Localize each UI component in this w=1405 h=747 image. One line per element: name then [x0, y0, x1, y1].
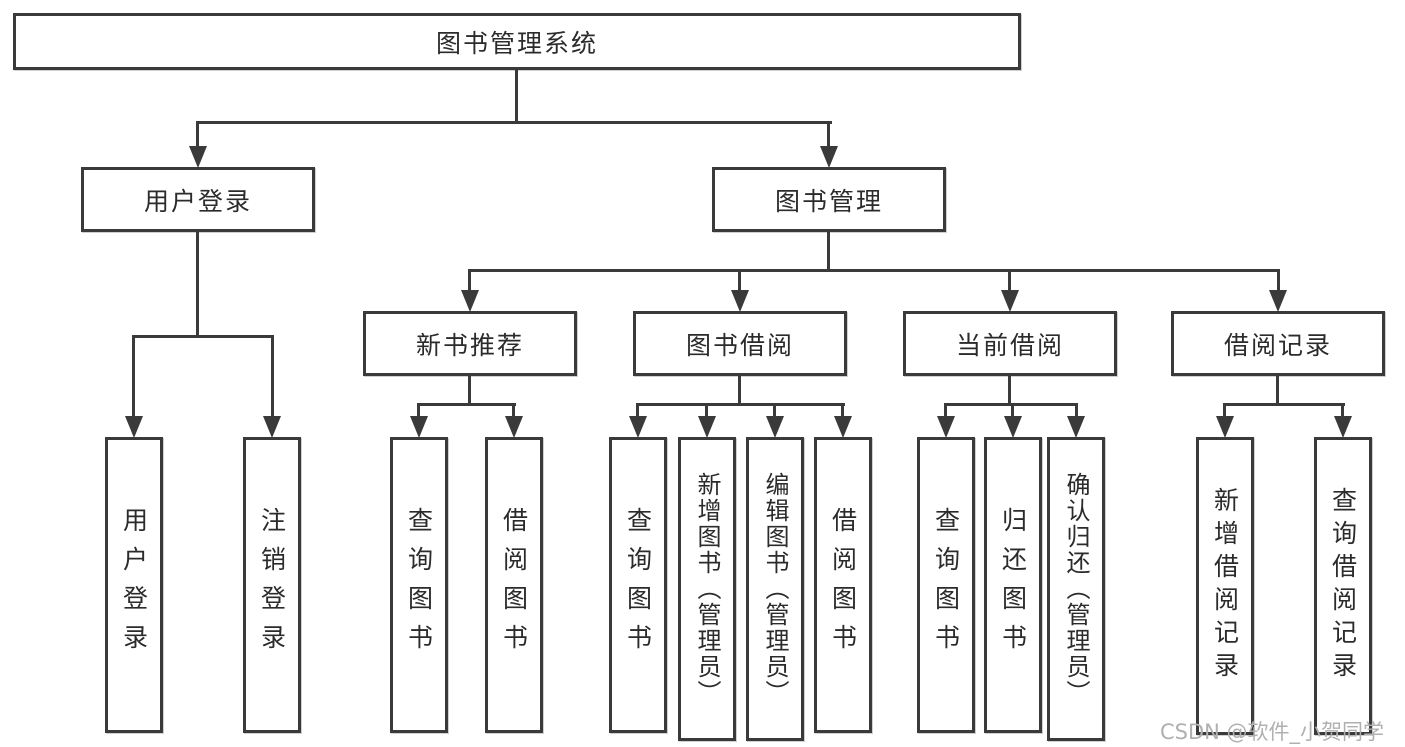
- leaf-query-books-2: 查询图书: [609, 437, 667, 733]
- connector: [1223, 403, 1226, 419]
- arrow-down-icon: [189, 146, 207, 168]
- arrow-down-icon: [629, 416, 647, 438]
- leaf-label: 用户登录: [119, 507, 149, 663]
- arrow-down-icon: [1067, 416, 1085, 438]
- connector: [468, 269, 1280, 272]
- connector: [841, 403, 844, 419]
- arrow-down-icon: [461, 290, 479, 312]
- leaf-label: 查询图书: [623, 507, 653, 663]
- leaf-add-books-admin: 新增图书（管理员）: [678, 437, 736, 741]
- node-new-book-recommend: 新书推荐: [363, 311, 577, 376]
- connector: [196, 121, 199, 148]
- node-user-login: 用户登录: [81, 167, 315, 232]
- leaf-label: 新增图书（管理员）: [693, 472, 721, 706]
- csdn-watermark: CSDN @软件_小贺同学: [1160, 720, 1385, 744]
- leaf-add-borrow-record: 新增借阅记录: [1196, 437, 1254, 735]
- connector: [515, 70, 518, 124]
- leaf-borrow-books-2: 借阅图书: [814, 437, 872, 733]
- arrow-down-icon: [834, 416, 852, 438]
- node-borrow-records: 借阅记录: [1171, 311, 1385, 376]
- connector: [827, 232, 830, 272]
- arrow-down-icon: [1216, 416, 1234, 438]
- connector: [132, 335, 274, 338]
- connector: [944, 403, 947, 419]
- connector: [1341, 403, 1344, 419]
- leaf-label: 确认归还（管理员）: [1062, 472, 1090, 706]
- leaf-query-borrow-record: 查询借阅记录: [1314, 437, 1372, 735]
- arrow-down-icon: [820, 146, 838, 168]
- leaf-label: 借阅图书: [828, 507, 858, 663]
- leaf-label: 归还图书: [998, 507, 1028, 663]
- connector: [196, 121, 832, 124]
- leaf-return-books: 归还图书: [984, 437, 1042, 733]
- node-label: 图书管理: [774, 186, 883, 216]
- arrow-down-icon: [1334, 416, 1352, 438]
- arrow-down-icon: [410, 416, 428, 438]
- node-book-borrow: 图书借阅: [633, 311, 847, 376]
- arrow-down-icon: [731, 290, 749, 312]
- leaf-query-books-3: 查询图书: [917, 437, 975, 733]
- arrow-down-icon: [698, 416, 716, 438]
- leaf-borrow-books-1: 借阅图书: [485, 437, 543, 733]
- connector: [417, 403, 420, 419]
- connector: [1223, 403, 1345, 406]
- connector: [636, 403, 639, 419]
- leaf-label: 注销登录: [257, 507, 287, 663]
- connector: [1276, 376, 1279, 406]
- leaf-confirm-return-admin: 确认归还（管理员）: [1047, 437, 1105, 741]
- leaf-query-books-1: 查询图书: [390, 437, 448, 733]
- connector: [773, 403, 776, 419]
- node-label: 图书管理系统: [435, 28, 598, 58]
- leaf-label: 借阅图书: [499, 507, 529, 663]
- leaf-label: 编辑图书（管理员）: [761, 472, 789, 706]
- arrow-down-icon: [263, 416, 281, 438]
- connector: [1075, 403, 1078, 419]
- arrow-down-icon: [937, 416, 955, 438]
- leaf-logout: 注销登录: [243, 437, 301, 733]
- connector: [468, 376, 471, 406]
- node-current-borrow: 当前借阅: [903, 311, 1117, 376]
- connector: [705, 403, 708, 419]
- connector: [1277, 269, 1280, 293]
- arrow-down-icon: [766, 416, 784, 438]
- node-label: 用户登录: [143, 186, 252, 216]
- leaf-user-login: 用户登录: [105, 437, 163, 733]
- connector: [196, 232, 199, 338]
- arrow-down-icon: [1004, 416, 1022, 438]
- arrow-down-icon: [1001, 290, 1019, 312]
- connector: [1011, 403, 1014, 419]
- node-system-root: 图书管理系统: [13, 13, 1021, 70]
- connector: [271, 335, 274, 418]
- node-label: 新书推荐: [415, 330, 524, 360]
- leaf-label: 查询借阅记录: [1328, 487, 1358, 685]
- connector: [512, 403, 515, 419]
- connector: [468, 269, 471, 293]
- connector: [417, 403, 516, 406]
- node-label: 图书借阅: [685, 330, 794, 360]
- leaf-label: 查询图书: [404, 507, 434, 663]
- arrow-down-icon: [505, 416, 523, 438]
- connector: [1008, 269, 1011, 293]
- connector: [738, 376, 741, 406]
- arrow-down-icon: [125, 416, 143, 438]
- leaf-label: 新增借阅记录: [1210, 487, 1240, 685]
- node-book-management: 图书管理: [712, 167, 946, 232]
- connector: [738, 269, 741, 293]
- connector: [132, 335, 135, 418]
- connector: [636, 403, 845, 406]
- connector: [1008, 376, 1011, 406]
- connector: [827, 121, 830, 148]
- arrow-down-icon: [1269, 290, 1287, 312]
- node-label: 借阅记录: [1223, 330, 1332, 360]
- leaf-edit-books-admin: 编辑图书（管理员）: [746, 437, 804, 741]
- leaf-label: 查询图书: [931, 507, 961, 663]
- node-label: 当前借阅: [955, 330, 1064, 360]
